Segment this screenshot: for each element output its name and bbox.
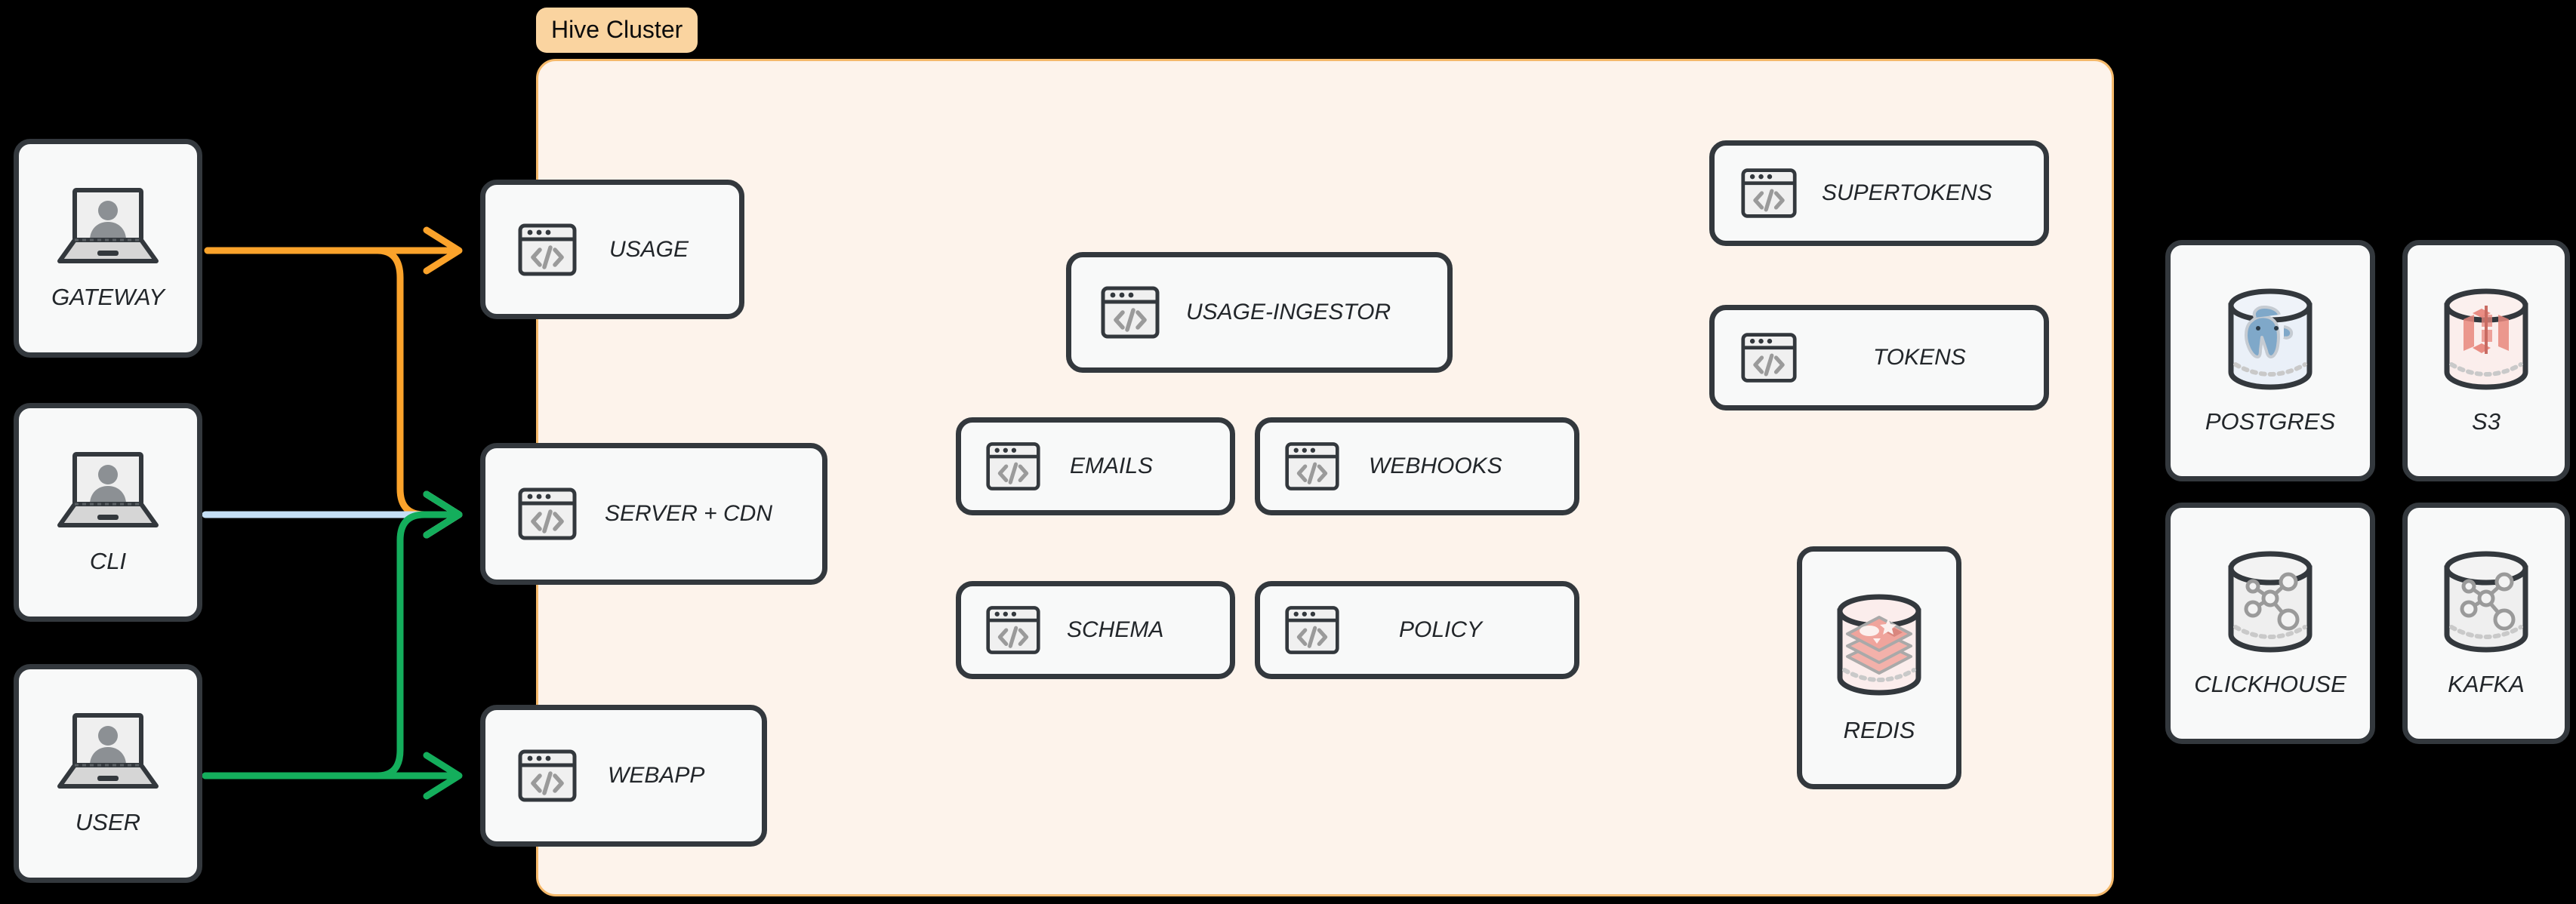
laptop-user-icon [55, 186, 161, 267]
datastore-label: POSTGRES [2205, 408, 2336, 435]
client-label: USER [75, 809, 141, 835]
edge-user-to-server-cdn [202, 490, 463, 779]
service-node-supertokens[interactable]: SUPERTOKENS [1709, 140, 2049, 246]
datastore-node-kafka[interactable]: KAFKA [2402, 503, 2570, 744]
code-window-icon [1740, 329, 1798, 386]
service-label: USAGE [609, 236, 689, 262]
datastore-node-postgres[interactable]: POSTGRES [2165, 240, 2375, 481]
s3-cylinder-icon [2435, 286, 2537, 392]
service-node-webhooks[interactable]: WEBHOOKS [1255, 417, 1579, 515]
service-node-usage-ingestor[interactable]: USAGE-INGESTOR [1066, 252, 1453, 373]
client-node-gateway[interactable]: GATEWAY [14, 139, 202, 358]
service-label: WEBHOOKS [1369, 454, 1502, 478]
service-label: SUPERTOKENS [1822, 180, 1992, 205]
datastore-label: S3 [2472, 408, 2501, 435]
service-node-emails[interactable]: EMAILS [956, 417, 1235, 515]
service-label: SCHEMA [1067, 617, 1164, 642]
client-label: CLI [89, 548, 127, 574]
datastore-label: KAFKA [2448, 671, 2525, 697]
service-label: USAGE-INGESTOR [1186, 300, 1391, 324]
service-node-policy[interactable]: POLICY [1255, 581, 1579, 679]
code-window-icon [517, 484, 578, 544]
edge-gateway-to-usage [204, 226, 463, 275]
datastore-node-s3[interactable]: S3 [2402, 240, 2570, 481]
edge-gateway-to-server-cdn [204, 247, 463, 539]
service-label: TOKENS [1873, 345, 1966, 370]
code-window-icon [517, 220, 578, 280]
postgres-cylinder-icon [2219, 286, 2322, 392]
datastore-label: CLICKHOUSE [2194, 671, 2346, 697]
datastore-node-redis[interactable]: REDIS [1797, 546, 1961, 789]
code-window-icon [517, 746, 578, 806]
code-window-icon [985, 602, 1041, 658]
laptop-user-icon [55, 711, 161, 792]
datastore-label: REDIS [1843, 717, 1915, 743]
client-label: GATEWAY [51, 284, 165, 310]
service-node-usage[interactable]: USAGE [480, 180, 744, 319]
service-label: EMAILS [1070, 454, 1154, 478]
graph-cylinder-icon [2435, 549, 2537, 654]
edge-user-to-webapp [202, 752, 463, 800]
service-label: SERVER + CDN [605, 501, 773, 526]
service-node-schema[interactable]: SCHEMA [956, 581, 1235, 679]
code-window-icon [985, 438, 1041, 494]
hive-cluster-label: Hive Cluster [536, 8, 698, 53]
code-window-icon [1284, 438, 1340, 494]
edge-cli-to-server-cdn [202, 490, 463, 539]
client-node-user[interactable]: USER [14, 664, 202, 883]
service-label: POLICY [1399, 617, 1483, 642]
service-node-webapp[interactable]: WEBAPP [480, 705, 767, 847]
client-node-cli[interactable]: CLI [14, 403, 202, 622]
service-label: WEBAPP [608, 763, 705, 788]
code-window-icon [1284, 602, 1340, 658]
service-node-tokens[interactable]: TOKENS [1709, 305, 2049, 410]
datastore-node-clickhouse[interactable]: CLICKHOUSE [2165, 503, 2375, 744]
redis-cylinder-icon [1828, 592, 1930, 697]
laptop-user-icon [55, 450, 161, 531]
graph-cylinder-icon [2219, 549, 2322, 654]
code-window-icon [1100, 282, 1160, 343]
code-window-icon [1740, 165, 1798, 222]
service-node-server-cdn[interactable]: SERVER + CDN [480, 443, 827, 585]
